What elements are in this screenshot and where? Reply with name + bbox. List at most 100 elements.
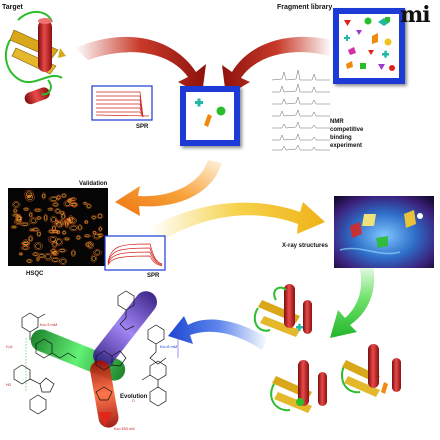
nmr-label-line2: competitive xyxy=(330,127,364,133)
arrow-target-to-screen xyxy=(75,36,206,95)
kd-label-mid: Kᴅ=8 mM xyxy=(160,344,177,349)
hsqc-peak-contour xyxy=(28,236,33,241)
hsqc-peak-contour xyxy=(35,208,41,212)
hsqc-peak-contour xyxy=(63,237,71,241)
hsqc-peak-contour xyxy=(60,212,66,221)
hsqc-peak-contour xyxy=(93,231,96,235)
hsqc-peak-contour xyxy=(53,203,58,207)
spr-plot-top xyxy=(91,85,153,121)
hsqc-label: HSQC xyxy=(26,271,44,277)
hsqc-peak-contour xyxy=(97,214,103,218)
hsqc-peak-contour xyxy=(91,215,97,220)
hsqc-peak-contour xyxy=(18,252,24,256)
hsqc-peak-contour xyxy=(29,217,38,225)
spr-label-top: SPR xyxy=(136,124,149,130)
protein-complex-green xyxy=(270,360,327,413)
hsqc-peak-contour xyxy=(10,225,18,229)
hsqc-peak-contour xyxy=(50,197,57,202)
hsqc-peak-contour xyxy=(93,233,100,239)
hsqc-peak-contour xyxy=(60,258,66,264)
arrow-complexes-to-evolution xyxy=(168,316,268,350)
spr-plot-middle xyxy=(104,235,166,271)
hsqc-peak-contour xyxy=(68,216,73,222)
hsqc-peak-contour xyxy=(47,207,54,211)
hsqc-peak-contour xyxy=(75,235,82,240)
hsqc-peak-contour xyxy=(12,201,21,208)
hsqc-peak-contour xyxy=(29,212,33,217)
hsqc-peak-contour xyxy=(39,254,44,258)
hsqc-peak-contour xyxy=(76,235,81,240)
hsqc-peak-contour xyxy=(69,202,78,207)
hsqc-peak-contour xyxy=(60,211,65,215)
hsqc-peak-contour xyxy=(22,239,30,248)
protein-complex-orange xyxy=(341,344,401,397)
hsqc-peak-contour xyxy=(78,225,82,230)
hsqc-peak-contour xyxy=(33,242,43,251)
hsqc-peak-contour xyxy=(88,242,93,248)
fragment-library-label: Fragment library xyxy=(277,4,333,11)
hsqc-peak-contour xyxy=(54,237,64,246)
hsqc-peak-contour xyxy=(21,222,29,226)
nmr-label-line3: binding xyxy=(330,135,352,141)
evolution-label: Evolution xyxy=(120,394,148,400)
hsqc-peak-contour xyxy=(55,239,62,245)
target-label: Target xyxy=(2,4,23,11)
hsqc-peak-contour xyxy=(59,210,66,216)
nmr-spectra xyxy=(271,69,330,151)
hsqc-peak-contour xyxy=(13,209,17,213)
hsqc-peak-contour xyxy=(85,203,92,209)
nmr-label-line1: NMR xyxy=(330,119,344,125)
hsqc-peak-contour xyxy=(28,211,33,218)
hsqc-peak-contour xyxy=(97,233,104,238)
hsqc-peak-contour xyxy=(29,228,35,232)
hsqc-peak-contour xyxy=(37,216,41,220)
hsqc-peak-contour xyxy=(43,213,48,222)
hsqc-peak-contour xyxy=(60,220,63,226)
hsqc-peak-contour xyxy=(61,214,65,219)
hsqc-spectrum xyxy=(8,188,108,266)
hsqc-peak-contour xyxy=(33,228,39,231)
hsqc-peak-contour xyxy=(82,201,88,205)
hsqc-peak-contour xyxy=(59,249,66,252)
hsqc-peak-contour xyxy=(52,258,59,262)
hsqc-peak-contour xyxy=(25,193,35,202)
hsqc-peak-contour xyxy=(90,254,97,263)
hsqc-peak-contour xyxy=(37,231,41,236)
fragment-library-frame xyxy=(333,8,405,84)
hsqc-peak-contour xyxy=(59,257,67,265)
hsqc-peak-contour xyxy=(68,217,77,225)
arrow-validation-to-xray xyxy=(150,202,325,242)
hsqc-peak-contour xyxy=(54,208,61,214)
hsqc-peak-contour xyxy=(48,196,59,203)
protein-complex-cyan xyxy=(253,284,312,337)
hsqc-peak-contour xyxy=(16,215,21,221)
hsqc-peak-contour xyxy=(64,201,71,206)
hsqc-peak-contour xyxy=(50,229,60,234)
hsqc-peak-contour xyxy=(92,232,102,240)
xray-structures-label: X-ray structures xyxy=(282,243,329,249)
hsqc-peak-contour xyxy=(12,208,18,214)
hsqc-peak-contour xyxy=(36,216,42,220)
hsqc-peak-contour xyxy=(52,202,59,207)
hsqc-peak-contour xyxy=(62,193,66,198)
hsqc-peak-contour xyxy=(93,249,102,256)
hsqc-peak-contour xyxy=(44,215,48,221)
svg-text:O: O xyxy=(132,399,135,403)
hsqc-peak-contour xyxy=(96,213,104,219)
hsqc-peak-contour xyxy=(19,222,30,227)
hsqc-peak-contour xyxy=(51,217,56,223)
target-protein-cartoon xyxy=(4,11,66,105)
svg-text:HO: HO xyxy=(6,383,12,387)
hsqc-peak-contour xyxy=(49,237,57,243)
hsqc-peak-contour xyxy=(11,226,17,229)
hsqc-peak-contour xyxy=(91,255,96,262)
hsqc-peak-contour xyxy=(47,229,56,234)
hsqc-peak-contour xyxy=(65,221,69,227)
hsqc-peak-contour xyxy=(24,190,34,199)
hsqc-peak-contour xyxy=(98,233,103,237)
hsqc-peak-contour xyxy=(51,240,58,249)
hsqc-peak-contour xyxy=(45,254,51,260)
hsqc-peak-contour xyxy=(55,209,60,213)
hsqc-peak-contour xyxy=(56,221,63,227)
nmr-experiment-label: NMR competitive binding experiment xyxy=(330,118,363,150)
